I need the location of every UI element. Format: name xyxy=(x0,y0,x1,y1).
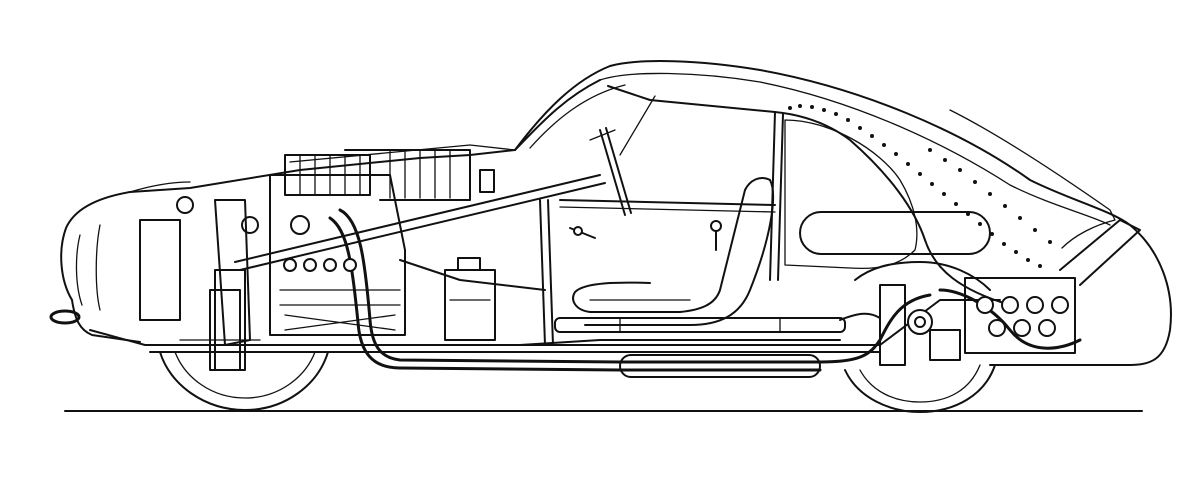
gearbox xyxy=(444,257,496,341)
door-levers xyxy=(569,220,722,251)
rear-wheel xyxy=(844,261,996,413)
front-suspension xyxy=(179,289,261,371)
seat xyxy=(572,177,775,326)
rear-suspension xyxy=(839,284,961,366)
front-wheel xyxy=(159,351,329,411)
roof-rivets xyxy=(788,104,1052,268)
driveshaft xyxy=(554,317,846,333)
chassis-tubes xyxy=(149,199,1001,353)
engine xyxy=(139,149,495,371)
exhaust-pipe xyxy=(328,208,1082,378)
steering-column xyxy=(234,127,632,271)
side-panel xyxy=(799,211,991,255)
rear-compartment xyxy=(964,219,1141,354)
body-shell xyxy=(49,60,1172,366)
